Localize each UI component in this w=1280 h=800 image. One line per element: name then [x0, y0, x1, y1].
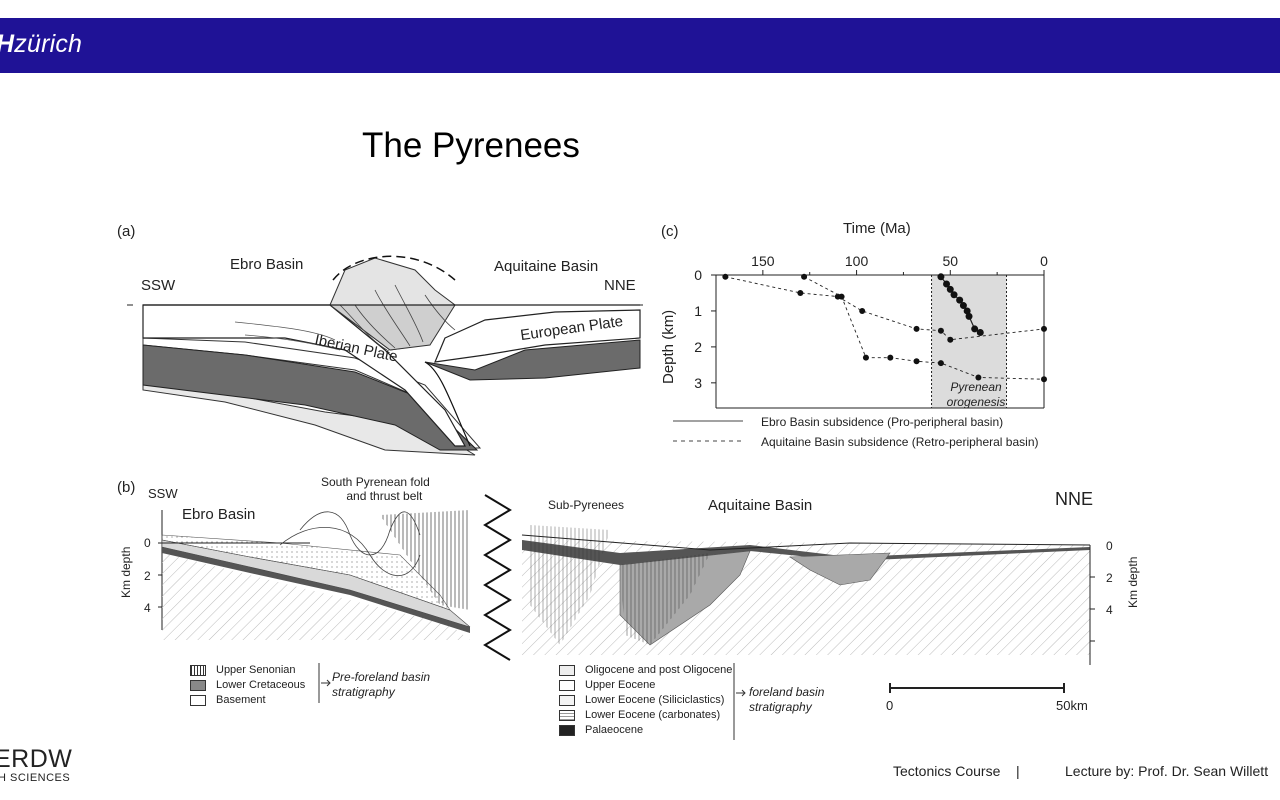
series-0-point [963, 307, 971, 315]
left-depth-tick-4: 4 [144, 601, 151, 615]
panel-a-ssw-label: SSW [141, 277, 176, 294]
series-0-point [965, 312, 973, 320]
right-depth-tick-4: 4 [1106, 603, 1113, 617]
sub-pyrenees-label: Sub-Pyrenees [548, 498, 625, 512]
x-tick-label: 50 [942, 253, 958, 269]
erdw-logo-subtitle: H SCIENCES [0, 772, 71, 784]
panel-c-label: (c) [661, 223, 679, 240]
panel-b-nne-label: NNE [1055, 489, 1094, 509]
panel-a-ebro-basin-label: Ebro Basin [230, 256, 304, 273]
series-2-point [913, 358, 920, 365]
y-tick-label: 2 [694, 339, 702, 355]
legend-upper-eocene: Upper Eocene [559, 678, 732, 693]
panel-a-label: (a) [117, 223, 136, 240]
legend-solid-line [673, 420, 743, 422]
legend-dashed-line [673, 440, 743, 442]
footer-course: Tectonics Course [893, 763, 1001, 779]
series-1-point [722, 273, 729, 280]
foreland-bracket [733, 663, 746, 740]
window-top-strip [0, 0, 1280, 18]
legend-basement: Basement [190, 693, 305, 708]
series-1-point [947, 336, 954, 343]
panel-c-y-title: Depth (km) [660, 309, 677, 384]
legend-lower-cretaceous: Lower Cretaceous [190, 678, 305, 693]
series-1-point [1041, 325, 1047, 332]
series-1-point [913, 325, 920, 332]
series-2-point [862, 354, 869, 361]
series-2-point [887, 354, 894, 361]
panel-b-label: (b) [117, 479, 136, 496]
series-0-point [950, 291, 958, 299]
right-depth-tick-2: 2 [1106, 571, 1113, 585]
legend-solid-label: Ebro Basin subsidence (Pro-peripheral ba… [761, 415, 1004, 429]
panel-b-aquitaine-basin-label: Aquitaine Basin [708, 497, 813, 514]
footer-lecturer: Lecture by: Prof. Dr. Sean Willett [1065, 763, 1269, 779]
legend-dashed-label: Aquitaine Basin subsidence (Retro-periph… [761, 435, 1039, 449]
right-depth-tick-0: 0 [1106, 539, 1113, 553]
series-0-point [943, 280, 951, 288]
scale-bar-min: 0 [886, 698, 894, 713]
left-depth-tick-2: 2 [144, 569, 151, 583]
x-tick-label: 0 [1040, 253, 1048, 269]
panel-a-nne-label: NNE [604, 277, 636, 294]
eth-zurich-logo: Hzürich [0, 30, 83, 58]
orogenesis-shaded-region [931, 275, 1007, 408]
scale-bar [889, 683, 1065, 693]
panel-a-aquitaine-basin-label: Aquitaine Basin [494, 258, 599, 275]
series-1-point [937, 327, 944, 334]
legend-oligocene: Oligocene and post Oligocene [559, 663, 732, 678]
legend-lower-eocene-carbonates: Lower Eocene (carbonates) [559, 708, 732, 723]
series-2-point [838, 293, 845, 300]
series-0-point [946, 285, 954, 293]
scale-bar-max: 50km [1056, 698, 1088, 713]
erdw-logo: ERDW [0, 745, 73, 773]
cross-section-b-diagram [158, 494, 1095, 665]
series-0-point [956, 296, 964, 304]
right-depth-axis-title: Km depth [1126, 556, 1140, 608]
fold-thrust-belt-label: South Pyrenean fold and thrust belt [321, 475, 430, 503]
series-0-point [959, 302, 967, 310]
legend-upper-senonian: Upper Senonian [190, 663, 305, 678]
series-0-point [937, 273, 945, 281]
pre-foreland-legend: Upper Senonian Lower Cretaceous Basement [190, 663, 305, 708]
pre-foreland-bracket [318, 663, 331, 703]
y-tick-label: 0 [694, 267, 702, 283]
series-0-point [976, 329, 984, 337]
slide-title: The Pyrenees [362, 126, 580, 165]
series-2-point [801, 273, 808, 280]
legend-palaeocene: Palaeocene [559, 723, 732, 738]
series-0-point [971, 325, 979, 333]
panel-c-x-title: Time (Ma) [843, 220, 911, 237]
cross-section-a-diagram [127, 255, 643, 456]
foreland-legend: Oligocene and post Oligocene Upper Eocen… [559, 663, 732, 738]
series-2-point [975, 374, 982, 381]
panel-b-ssw-label: SSW [148, 486, 178, 501]
x-tick-label: 150 [751, 253, 775, 269]
subsidence-chart: 150 100 50 0 0 1 2 3 [694, 253, 1048, 409]
left-depth-axis-title: Km depth [119, 546, 133, 598]
series-1-point [859, 307, 866, 314]
series-2-line [803, 276, 1045, 380]
left-depth-tick-0: 0 [144, 536, 151, 550]
series-2-point [1041, 376, 1047, 383]
series-2-point [937, 360, 944, 367]
slide-header-bar [0, 18, 1280, 73]
panel-b-ebro-basin-label: Ebro Basin [182, 506, 256, 523]
shaded-region-label: Pyrenean orogenesis [946, 380, 1006, 409]
x-tick-label: 100 [845, 253, 869, 269]
y-tick-label: 3 [694, 375, 702, 391]
footer-separator: | [1016, 763, 1020, 779]
series-1-point [797, 289, 804, 296]
legend-lower-eocene-siliciclastics: Lower Eocene (Siliciclastics) [559, 693, 732, 708]
y-tick-label: 1 [694, 303, 702, 319]
